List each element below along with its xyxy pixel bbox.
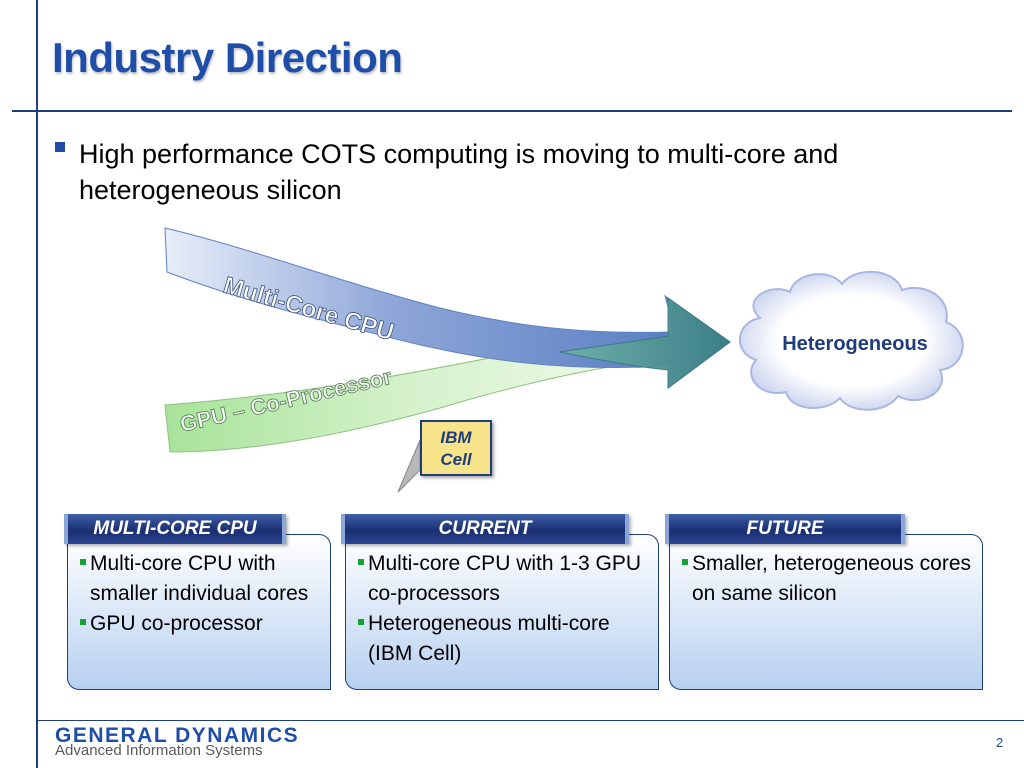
page-number: 2: [996, 735, 1004, 750]
list-item: Multi-core CPU with smaller individual c…: [78, 549, 330, 609]
future-box: Smaller, heterogeneous cores on same sil…: [669, 534, 983, 690]
current-box: Multi-core CPU with 1-3 GPU co-processor…: [345, 534, 659, 690]
heterogeneous-cloud: [738, 271, 964, 411]
cloud-label: Heterogeneous: [782, 333, 928, 355]
list-item: Heterogeneous multi-core (IBM Cell): [356, 609, 658, 669]
company-subtitle: Advanced Information Systems: [55, 742, 263, 759]
title-divider: [12, 110, 1012, 112]
multicore-box: Multi-core CPU with smaller individual c…: [67, 534, 331, 690]
ibm-cell-callout: IBM Cell: [420, 420, 492, 476]
current-box-header: CURRENT: [341, 514, 629, 544]
slide-title: Industry Direction: [52, 34, 403, 81]
footer-divider: [36, 720, 1024, 721]
list-item: Smaller, heterogeneous cores on same sil…: [680, 549, 982, 609]
merged-arrow-head: [559, 297, 731, 389]
callout-line-2: Cell: [440, 450, 472, 469]
bullet-square-icon: [55, 142, 65, 152]
ibm-cell-callout-pointer: [397, 439, 421, 493]
list-item: Multi-core CPU with 1-3 GPU co-processor…: [356, 549, 658, 609]
future-box-header: FUTURE: [665, 514, 905, 544]
list-item: GPU co-processor: [78, 609, 330, 639]
callout-line-1: IBM: [440, 428, 472, 447]
multicore-box-header: MULTI-CORE CPU: [64, 514, 286, 544]
company-logo: GENERAL DYNAMICS: [55, 724, 300, 747]
main-bullet-text: High performance COTS computing is movin…: [79, 139, 839, 205]
left-vertical-rule: [36, 0, 38, 768]
